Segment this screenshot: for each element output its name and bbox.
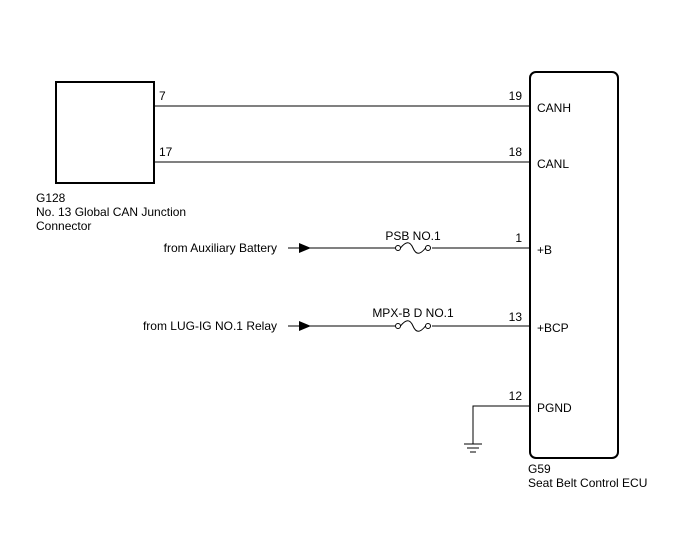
fuse-label-psb: PSB NO.1 [385, 229, 441, 243]
ecu-pin-num-pgnd: 12 [508, 389, 522, 403]
ecu-pin-label-b: +B [537, 243, 553, 257]
source-lug-ig: from LUG-IG NO.1 Relay [142, 319, 277, 333]
fuse-label-mpx: MPX-B D NO.1 [372, 306, 454, 320]
junction-pin-canl: 17 [159, 145, 173, 159]
ecu-pin-num-bcp: 13 [508, 310, 522, 324]
ecu-code: G59 [528, 462, 551, 476]
junction-pin-canh: 7 [159, 89, 166, 103]
ecu-pin-label-pgnd: PGND [537, 401, 572, 415]
junction-name-line1: No. 13 Global CAN Junction [36, 205, 187, 219]
ecu-pin-label-bcp: +BCP [537, 321, 569, 335]
ground-icon [464, 443, 482, 453]
ecu-pin-num-canl: 18 [508, 145, 522, 159]
ecu-name: Seat Belt Control ECU [528, 476, 648, 490]
junction-code: G128 [36, 191, 66, 205]
ecu-box [529, 71, 619, 459]
psb-fuse-icon [395, 242, 431, 254]
junction-name-line2: Connector [36, 219, 92, 233]
aux-battery-arrow-icon [299, 243, 311, 253]
ecu-pin-num-b: 1 [515, 231, 522, 245]
source-aux-battery: from Auxiliary Battery [163, 241, 277, 255]
lug-ig-arrow-icon [299, 321, 311, 331]
pgnd-wire [472, 405, 530, 444]
junction-connector-box [55, 81, 155, 184]
ecu-pin-label-canh: CANH [537, 101, 572, 115]
mpx-fuse-icon [395, 320, 431, 332]
ecu-pin-label-canl: CANL [537, 157, 570, 171]
ecu-pin-num-canh: 19 [508, 89, 522, 103]
